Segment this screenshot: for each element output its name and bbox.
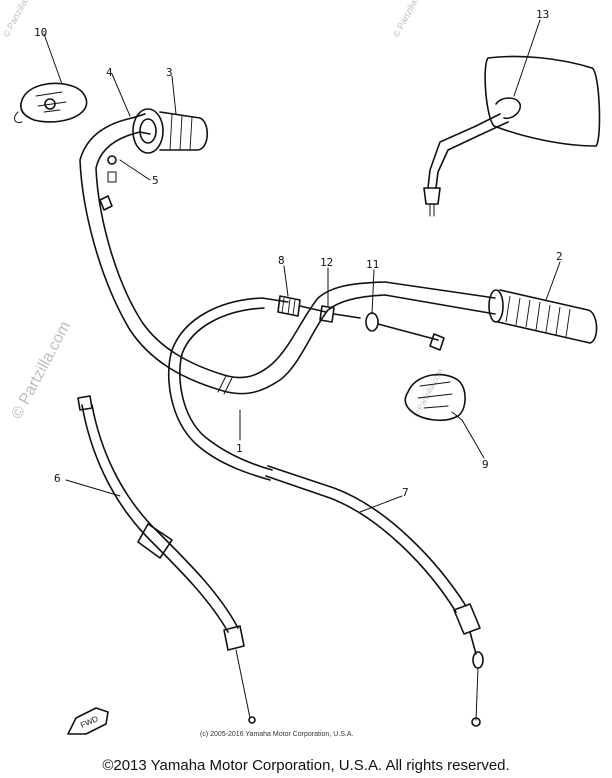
forward-arrow: FWD [67,707,109,735]
watermark-corner-tl: © Partzilla.com [1,0,38,39]
callout-4: 4 [106,66,113,79]
callout-3: 3 [166,66,173,79]
callout-12: 12 [320,256,333,269]
callout-13: 13 [536,8,549,21]
callout-2: 2 [556,250,563,263]
clutch-cable [77,395,256,724]
inner-copyright: (c) 2005-2016 Yamaha Motor Corporation, … [200,731,353,738]
switch-housing-right [404,373,466,422]
callout-6: 6 [54,472,61,485]
callout-9: 9 [482,458,489,471]
bolts-left [99,155,117,211]
forward-arrow-label: FWD [79,714,100,730]
callout-11: 11 [366,258,379,271]
callout-labels: 10 4 3 5 13 8 12 11 2 1 9 6 7 [34,8,563,499]
callout-7: 7 [402,486,409,499]
watermark-side: © Partzilla.com [9,319,75,422]
callout-5-top: 5 [152,174,159,187]
throttle-cable [167,297,484,727]
left-grip [131,108,209,154]
switch-housing-left [14,82,88,123]
callout-8: 8 [278,254,285,267]
callout-10: 10 [34,26,47,39]
handlebar [79,117,386,395]
callout-1: 1 [236,442,243,455]
leader-lines [43,19,561,513]
right-grip [384,281,598,344]
watermark-corner-tr: © Partzilla.com [391,0,428,39]
mirror [423,55,601,217]
footer-copyright: ©2013 Yamaha Motor Corporation, U.S.A. A… [102,757,510,774]
cable-adjusters [261,295,445,351]
